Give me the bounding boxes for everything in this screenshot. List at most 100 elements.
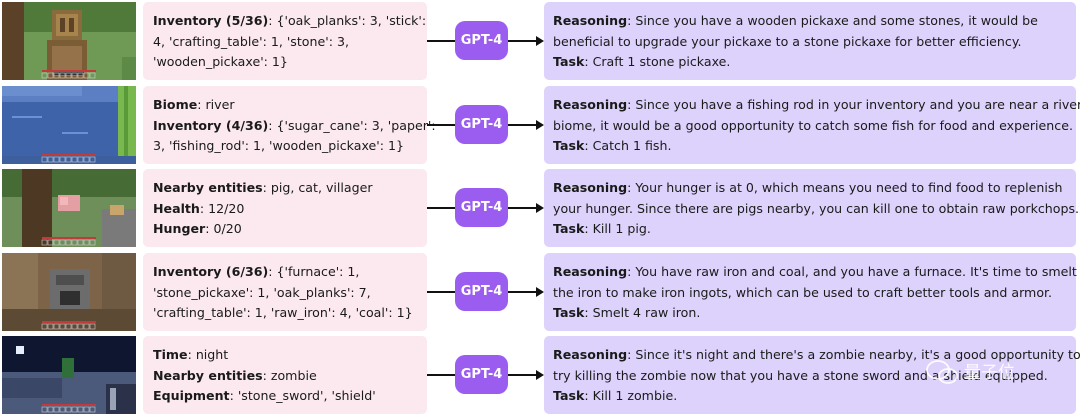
state-text: : 0/20 (205, 221, 242, 236)
task-line: the iron to make iron ingots, which can … (553, 283, 1067, 304)
task-line: Reasoning: Since you have a wooden picka… (553, 11, 1067, 32)
task-text: : You have raw iron and coal, and you ha… (627, 264, 1077, 279)
agent-state-box: Inventory (5/36): {'oak_planks': 3, 'sti… (143, 2, 427, 80)
state-text: 'wooden_pickaxe': 1} (153, 54, 288, 69)
task-key: Reasoning (553, 180, 628, 195)
state-text: : zombie (262, 367, 317, 383)
state-key: Inventory (4/36) (153, 117, 269, 133)
task-key: Reasoning (553, 264, 628, 279)
gpt4-pill: GPT-4 (455, 355, 508, 394)
task-key: Task (553, 54, 585, 69)
state-key: Biome (153, 97, 198, 112)
task-line: beneficial to upgrade your pickaxe to a … (553, 32, 1067, 53)
task-proposal-box: Reasoning: You have raw iron and coal, a… (544, 253, 1077, 331)
state-text: : {'sugar_cane': 3, 'paper': (268, 117, 436, 133)
task-line: Task: Craft 1 stone pickaxe. (553, 52, 1067, 73)
game-screenshot (2, 169, 136, 247)
arrow-head-icon (536, 120, 544, 130)
task-text: biome, it would be a good opportunity to… (553, 117, 1073, 133)
task-line: Task: Kill 1 pig. (553, 219, 1067, 240)
arrow-head-icon (536, 287, 544, 297)
state-line: Nearby entities: pig, cat, villager (153, 178, 417, 199)
state-key: Time (153, 347, 188, 362)
game-screenshot (2, 253, 136, 331)
task-text: your hunger. Since there are pigs nearby… (553, 200, 1080, 216)
game-screenshot (2, 2, 136, 80)
task-line: biome, it would be a good opportunity to… (553, 116, 1073, 137)
task-line: Task: Catch 1 fish. (553, 136, 1067, 157)
game-screenshot (2, 336, 136, 414)
task-key: Task (553, 221, 585, 236)
state-text: : 12/20 (199, 200, 245, 216)
task-text: beneficial to upgrade your pickaxe to a … (553, 33, 1022, 49)
task-text: : Kill 1 pig. (584, 221, 651, 236)
task-proposal-box: Reasoning: Your hunger is at 0, which me… (544, 169, 1079, 247)
task-text: : Smelt 4 raw iron. (584, 305, 701, 320)
task-key: Reasoning (553, 97, 628, 112)
arrow-head-icon (536, 370, 544, 380)
task-line: Reasoning: Since you have a fishing rod … (553, 95, 1080, 116)
state-key: Hunger (153, 221, 206, 236)
watermark-text: 量子位 (964, 363, 1015, 383)
state-line: Equipment: 'stone_sword', 'shield' (153, 386, 417, 407)
task-proposal-box: Reasoning: Since you have a fishing rod … (544, 86, 1080, 164)
state-key: Inventory (6/36) (153, 264, 269, 279)
state-line: Time: night (153, 345, 417, 366)
state-key: Inventory (5/36) (153, 13, 269, 28)
state-text: : {'furnace': 1, (268, 264, 360, 279)
gpt4-pill: GPT-4 (455, 21, 508, 60)
agent-state-box: Inventory (6/36): {'furnace': 1,'stone_p… (143, 253, 427, 331)
task-text: : Craft 1 stone pickaxe. (584, 54, 731, 69)
task-text: : Catch 1 fish. (584, 138, 672, 153)
state-line: Inventory (4/36): {'sugar_cane': 3, 'pap… (153, 116, 436, 137)
state-key: Nearby entities (153, 180, 263, 195)
task-text: : Kill 1 zombie. (584, 388, 678, 403)
state-key: Equipment (153, 388, 230, 403)
gpt4-pill: GPT-4 (455, 188, 508, 227)
state-text: 3, 'fishing_rod': 1, 'wooden_pickaxe': 1… (153, 138, 405, 153)
task-line: Reasoning: Your hunger is at 0, which me… (553, 178, 1067, 199)
gpt4-pill: GPT-4 (455, 272, 508, 311)
game-screenshot (2, 86, 136, 164)
workflow-row: Inventory (6/36): {'furnace': 1,'stone_p… (0, 253, 1080, 331)
state-text: : night (187, 347, 229, 362)
task-line: try killing the zombie now that you have… (553, 366, 1067, 387)
arrow-head-icon (536, 36, 544, 46)
task-text: the iron to make iron ingots, which can … (553, 284, 1053, 300)
state-text: 'stone_pickaxe': 1, 'oak_planks': 7, (153, 284, 371, 300)
task-line: your hunger. Since there are pigs nearby… (553, 199, 1079, 220)
state-line: Hunger: 0/20 (153, 219, 417, 240)
state-line: 'crafting_table': 1, 'raw_iron': 4, 'coa… (153, 303, 417, 324)
state-line: 3, 'fishing_rod': 1, 'wooden_pickaxe': 1… (153, 136, 417, 157)
wechat-logo-icon: 量子位 (926, 360, 1015, 384)
task-line: Task: Kill 1 zombie. (553, 386, 1067, 407)
state-line: 'wooden_pickaxe': 1} (153, 52, 417, 73)
task-text: : Since you have a wooden pickaxe and so… (627, 13, 1038, 28)
watermark: 量子位 (924, 356, 1064, 388)
task-key: Task (553, 138, 585, 153)
task-text: : Since you have a fishing rod in your i… (627, 97, 1080, 112)
state-text: : {'oak_planks': 3, 'stick': (268, 13, 427, 28)
arrow-head-icon (536, 203, 544, 213)
state-line: Health: 12/20 (153, 199, 417, 220)
task-key: Task (553, 388, 585, 403)
state-line: Biome: river (153, 95, 417, 116)
task-key: Task (553, 305, 585, 320)
state-text: 4, 'crafting_table': 1, 'stone': 3, (153, 33, 349, 49)
task-proposal-box: Reasoning: Since it's night and there's … (544, 336, 1080, 414)
state-line: 4, 'crafting_table': 1, 'stone': 3, (153, 32, 417, 53)
task-key: Reasoning (553, 13, 628, 28)
state-key: Health (153, 200, 200, 216)
state-line: Nearby entities: zombie (153, 366, 417, 387)
workflow-row: Inventory (5/36): {'oak_planks': 3, 'sti… (0, 2, 1080, 80)
state-text: : river (197, 97, 235, 112)
task-proposal-box: Reasoning: Since you have a wooden picka… (544, 2, 1076, 80)
task-text: : Your hunger is at 0, which means you n… (627, 180, 1063, 195)
state-line: Inventory (6/36): {'furnace': 1, (153, 262, 417, 283)
